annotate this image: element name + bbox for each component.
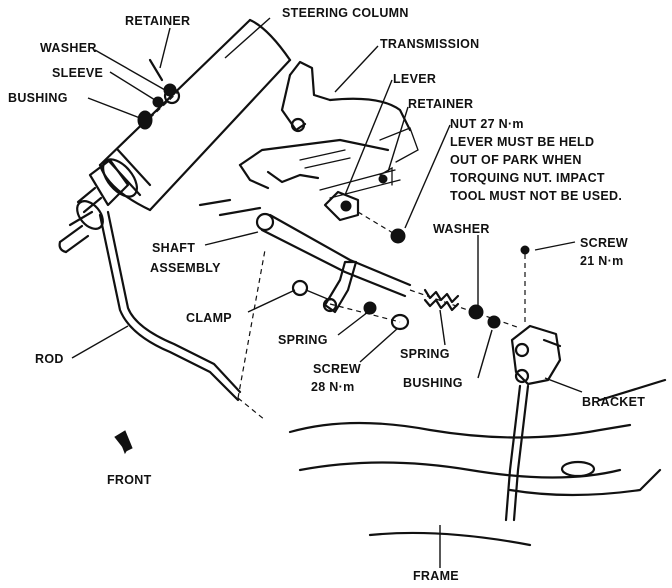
leader-lines xyxy=(71,17,583,568)
label-nut-note-2: OUT OF PARK WHEN xyxy=(450,153,582,167)
label-nut-note-1: LEVER MUST BE HELD xyxy=(450,135,594,149)
label-shaft-assembly: ASSEMBLY xyxy=(150,261,221,275)
label-screw-right-torque: 21 N·m xyxy=(580,254,623,268)
label-nut-note-4: TOOL MUST NOT BE USED. xyxy=(450,189,622,203)
label-retainer-right: RETAINER xyxy=(408,97,473,111)
bracket-drawing xyxy=(504,245,562,522)
label-transmission: TRANSMISSION xyxy=(380,37,479,51)
transmission-outline xyxy=(198,60,419,217)
front-arrow-icon xyxy=(114,430,133,455)
clamp-spring-screw-left xyxy=(291,279,410,331)
label-steering-column: STEERING COLUMN xyxy=(282,6,409,20)
label-lever: LEVER xyxy=(393,72,436,86)
upper-hardware-stack xyxy=(137,58,181,130)
label-bushing-right: BUSHING xyxy=(403,376,463,390)
label-clamp: CLAMP xyxy=(186,311,232,325)
label-bracket: BRACKET xyxy=(582,395,645,409)
label-frame: FRAME xyxy=(413,569,459,583)
label-spring-left: SPRING xyxy=(278,333,328,347)
lever-and-retainer xyxy=(323,166,406,244)
spring-washer-bushing-right xyxy=(409,288,521,329)
label-retainer-top: RETAINER xyxy=(125,14,190,28)
label-screw-right: SCREW xyxy=(580,236,628,250)
label-rod: ROD xyxy=(35,352,64,366)
label-washer-right: WASHER xyxy=(433,222,490,236)
label-spring-right: SPRING xyxy=(400,347,450,361)
label-nut-torque: NUT 27 N·m xyxy=(450,117,524,131)
shaft-assembly-drawing xyxy=(255,212,412,314)
label-nut-note-3: TORQUING NUT. IMPACT xyxy=(450,171,605,185)
label-front: FRONT xyxy=(107,473,152,487)
rod-drawing xyxy=(98,210,266,421)
label-screw-mid-torque: 28 N·m xyxy=(311,380,354,394)
label-sleeve: SLEEVE xyxy=(52,66,103,80)
frame-drawing xyxy=(288,378,667,547)
label-bushing-left: BUSHING xyxy=(8,91,68,105)
label-screw-mid: SCREW xyxy=(313,362,361,376)
steering-column-drawing xyxy=(58,18,292,254)
label-washer-left: WASHER xyxy=(40,41,97,55)
label-shaft: SHAFT xyxy=(152,241,195,255)
